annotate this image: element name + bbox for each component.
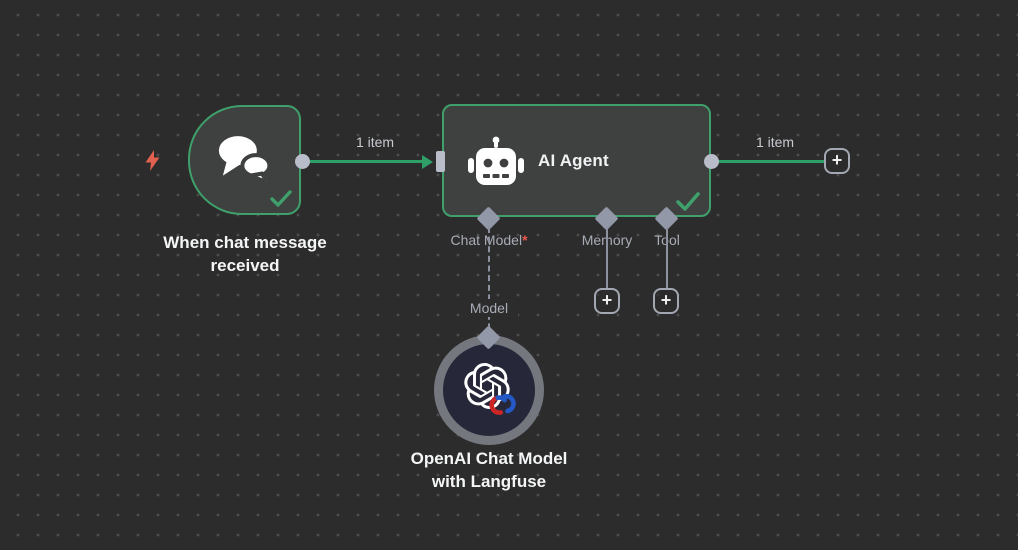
add-node-button[interactable]: +: [824, 148, 850, 174]
required-marker: *: [522, 232, 528, 248]
model-label-line1: OpenAI Chat Model: [410, 449, 568, 468]
chat-bubbles-icon: [218, 136, 271, 182]
node-ai-agent[interactable]: AI Agent: [442, 104, 711, 217]
memory-connection-stub: [605, 227, 608, 289]
lightning-bolt-icon: [145, 150, 160, 171]
connection-chat-model[interactable]: [487, 227, 490, 339]
plus-icon: +: [660, 290, 672, 310]
add-tool-button[interactable]: +: [653, 288, 679, 314]
agent-output-connector[interactable]: [704, 154, 719, 169]
connection-arrowhead: [422, 154, 433, 169]
robot-icon: [468, 136, 524, 185]
node-when-chat-message-received[interactable]: [188, 105, 301, 215]
port-label-chat-model: Chat Model*: [450, 232, 528, 248]
plus-icon: +: [831, 150, 843, 170]
langfuse-emblem-icon: [489, 393, 516, 415]
success-check-icon: [676, 192, 700, 211]
connection-trigger-to-agent[interactable]: [309, 160, 424, 163]
trigger-output-connector[interactable]: [295, 154, 310, 169]
tool-connection-stub: [665, 227, 668, 289]
agent-input-connector[interactable]: [436, 151, 445, 172]
model-node-label: OpenAI Chat Model with Langfuse: [369, 447, 609, 493]
connection-items-label: 1 item: [355, 134, 395, 150]
trigger-node-label: When chat message received: [163, 233, 327, 275]
agent-node-title: AI Agent: [538, 150, 609, 170]
add-memory-button[interactable]: +: [594, 288, 620, 314]
model-label-line2: with Langfuse: [431, 472, 547, 491]
plus-icon: +: [601, 290, 613, 310]
model-link-label: Model: [460, 299, 518, 317]
connection-items-label: 1 item: [755, 134, 795, 150]
connection-agent-output[interactable]: [718, 160, 825, 163]
success-check-icon: [270, 190, 292, 207]
